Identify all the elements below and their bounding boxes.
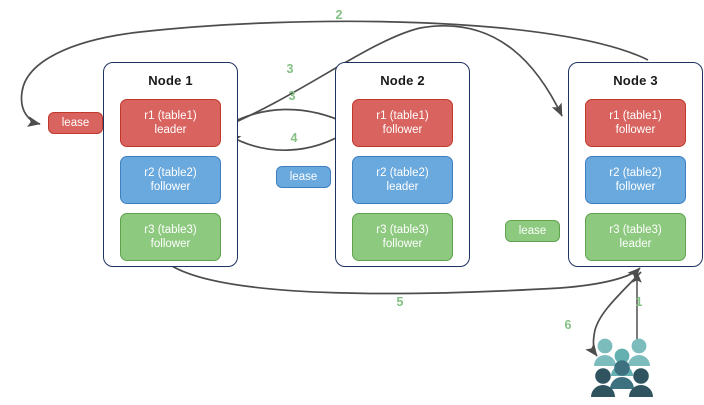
- replica-name: r2 (table2): [376, 167, 429, 179]
- replica-r1[interactable]: r1 (table1) follower: [585, 99, 686, 147]
- step-label-1: 1: [635, 295, 643, 309]
- step-label-2: 2: [335, 8, 343, 22]
- node-card-2[interactable]: Node 2 r1 (table1) follower r2 (table2) …: [335, 62, 470, 267]
- node-title: Node 1: [148, 73, 193, 88]
- replica-name: r2 (table2): [144, 167, 197, 179]
- node-title: Node 3: [613, 73, 658, 88]
- replica-r1[interactable]: r1 (table1) leader: [120, 99, 221, 147]
- step-label-4: 4: [290, 131, 298, 145]
- node-title: Node 2: [380, 73, 425, 88]
- step-label-3a: 3: [286, 62, 294, 76]
- step-label-5: 5: [396, 295, 404, 309]
- replica-name: r2 (table2): [609, 167, 662, 179]
- replica-r3[interactable]: r3 (table3) follower: [120, 213, 221, 261]
- person-front-left: [591, 368, 615, 397]
- person-back-left: [594, 338, 616, 366]
- replica-role: follower: [382, 124, 423, 136]
- lease-chip-r2[interactable]: lease: [276, 166, 331, 188]
- person-front-center: [610, 360, 634, 389]
- replica-role: follower: [150, 238, 191, 250]
- step-label-3b: 3: [288, 89, 296, 103]
- replica-role: follower: [615, 181, 656, 193]
- replica-r2[interactable]: r2 (table2) leader: [352, 156, 453, 204]
- replica-name: r3 (table3): [376, 224, 429, 236]
- replica-r2[interactable]: r2 (table2) follower: [120, 156, 221, 204]
- lease-chip-r1[interactable]: lease: [48, 112, 103, 134]
- arrow-step-2: [20, 20, 649, 127]
- replica-r2[interactable]: r2 (table2) follower: [585, 156, 686, 204]
- replica-r1[interactable]: r1 (table1) follower: [352, 99, 453, 147]
- replica-r3[interactable]: r3 (table3) follower: [352, 213, 453, 261]
- replica-role: follower: [150, 181, 191, 193]
- arrow-step-3-long: [221, 25, 563, 129]
- replica-role: leader: [619, 238, 652, 250]
- replica-role: follower: [615, 124, 656, 136]
- arrow-step-6: [585, 271, 642, 357]
- replica-role: leader: [386, 181, 419, 193]
- arrow-step-5: [171, 265, 641, 295]
- step-label-6: 6: [564, 318, 572, 332]
- replica-role: follower: [382, 238, 423, 250]
- node-card-3[interactable]: Node 3 r1 (table1) follower r2 (table2) …: [568, 62, 703, 267]
- replica-name: r3 (table3): [609, 224, 662, 236]
- node-card-1[interactable]: Node 1 r1 (table1) leader r2 (table2) fo…: [103, 62, 238, 267]
- replica-r3[interactable]: r3 (table3) leader: [585, 213, 686, 261]
- person-back-right: [628, 338, 650, 366]
- replica-name: r1 (table1): [609, 110, 662, 122]
- replica-name: r1 (table1): [144, 110, 197, 122]
- replica-role: leader: [154, 124, 187, 136]
- lease-chip-r3[interactable]: lease: [505, 220, 560, 242]
- replica-name: r3 (table3): [144, 224, 197, 236]
- person-front-right: [629, 368, 653, 397]
- replica-name: r1 (table1): [376, 110, 429, 122]
